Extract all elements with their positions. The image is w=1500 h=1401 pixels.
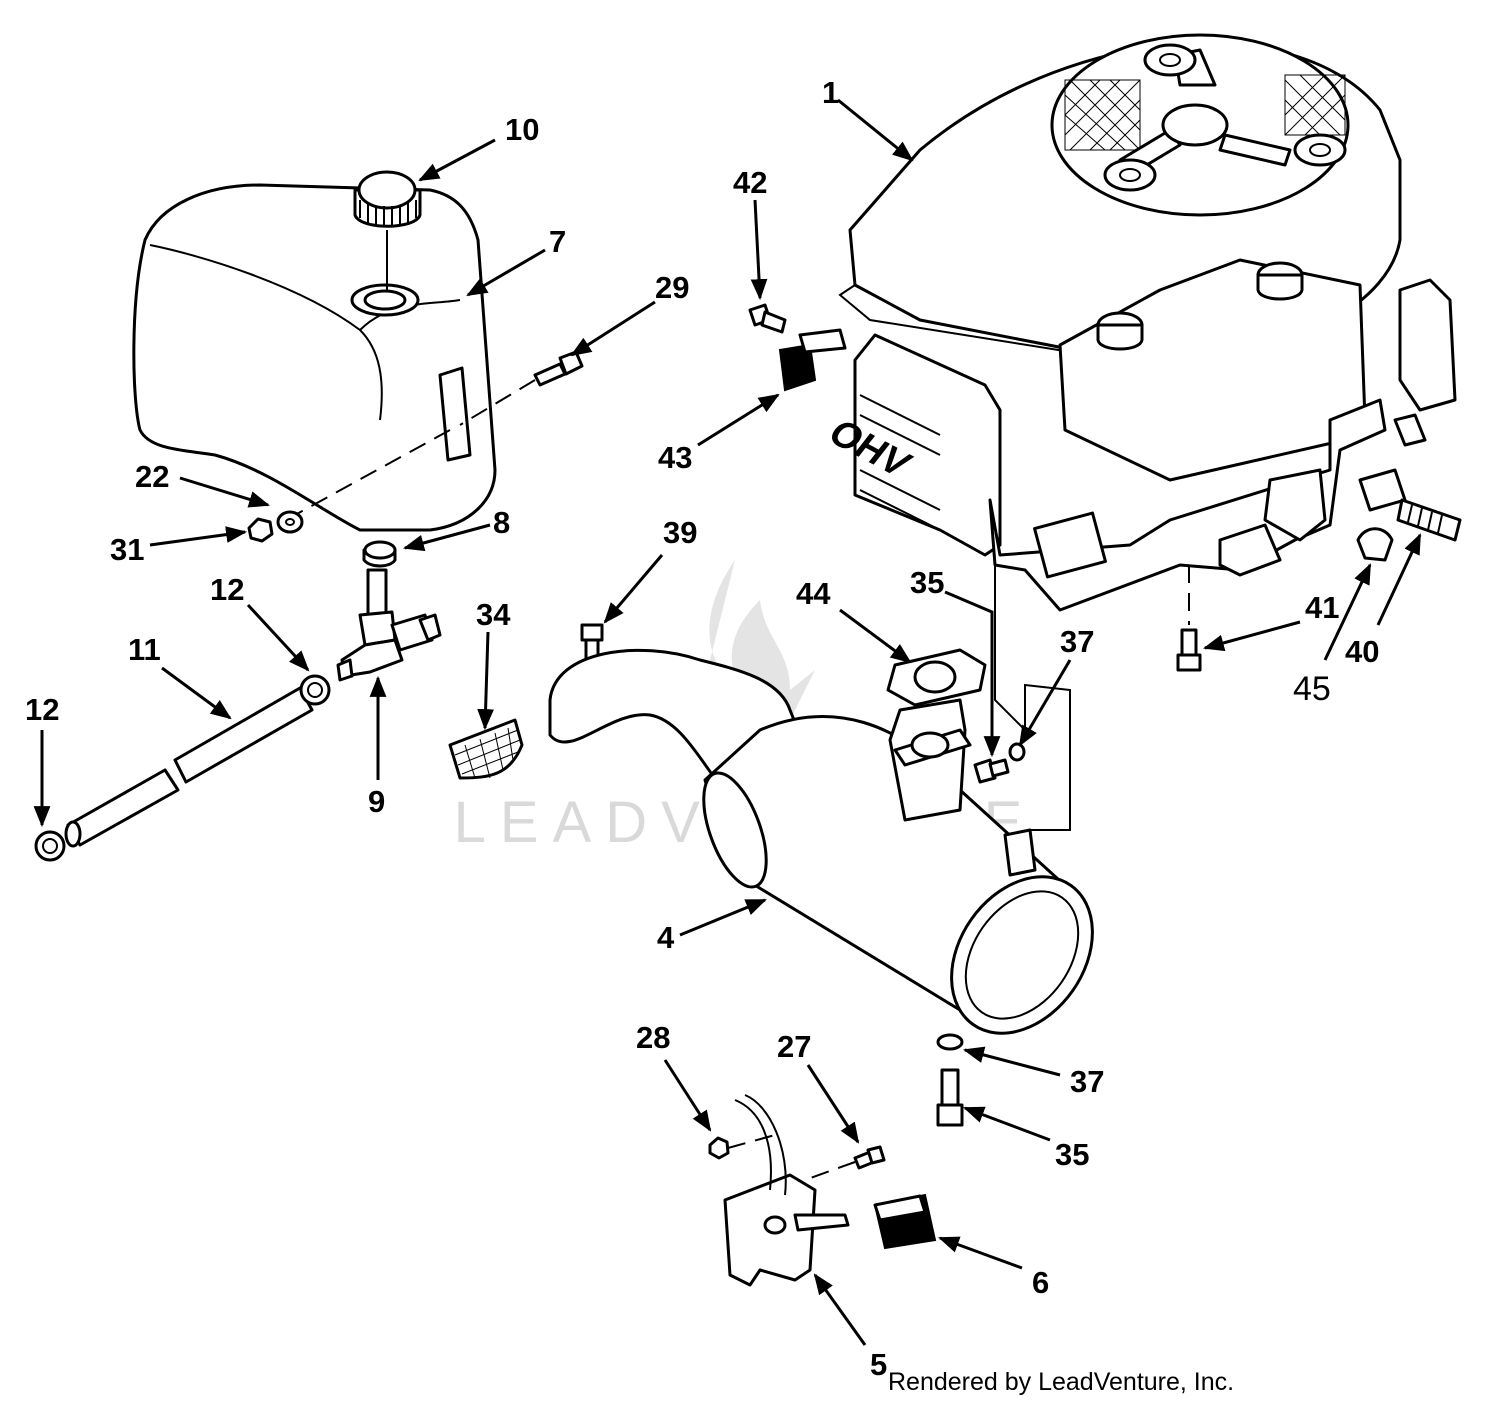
control-bracket: [723, 1094, 850, 1287]
callout-34: 34: [476, 597, 511, 632]
fuel-hose: [64, 686, 314, 848]
callout-37-lower: 37: [1070, 1064, 1104, 1099]
fuel-screen: [448, 718, 524, 780]
callout-12-upper: 12: [210, 572, 244, 607]
callout-27: 27: [777, 1029, 811, 1064]
muffler-bracket: [994, 565, 1071, 877]
callout-labels: 1 10 7 29 42 43 22 31 8 12 11 12 9 34 39…: [25, 75, 1379, 1382]
washer: [276, 510, 304, 534]
bolt-35-lower: [936, 1068, 964, 1127]
callout-22: 22: [135, 459, 169, 494]
callout-11: 11: [128, 632, 161, 667]
callout-6: 6: [1032, 1265, 1049, 1300]
callout-10: 10: [505, 112, 539, 147]
fuel-tank: [132, 183, 497, 532]
elbow-fitting: [1356, 527, 1394, 562]
grommet: [362, 540, 397, 568]
callout-28: 28: [636, 1020, 670, 1055]
callout-9: 9: [368, 784, 385, 819]
callout-40: 40: [1345, 634, 1379, 669]
screw-27-alignment-line: [804, 1161, 856, 1181]
shut-off-valve: [336, 568, 442, 682]
engine: OHV: [820, 33, 1457, 612]
callout-44: 44: [796, 576, 831, 611]
bolt-41: [1176, 628, 1202, 672]
render-credit: Rendered by LeadVenture, Inc.: [888, 1368, 1234, 1396]
screw-27: [853, 1145, 886, 1170]
nut-28: [708, 1136, 730, 1160]
boot-43: [778, 328, 847, 392]
hose-clamp-end: [34, 830, 66, 862]
callout-39: 39: [663, 515, 697, 550]
screw-alignment-line: [459, 379, 536, 426]
callout-31: 31: [110, 532, 144, 567]
pipe-nipple: [1396, 498, 1462, 542]
callout-43: 43: [658, 440, 692, 475]
callout-35-upper: 35: [910, 565, 944, 600]
lockwasher-37-lower: [936, 1033, 964, 1051]
callout-29: 29: [655, 270, 689, 305]
callout-37-upper: 37: [1060, 624, 1094, 659]
washer-alignment-line: [294, 429, 451, 516]
callout-8: 8: [493, 505, 510, 540]
tank-screw: [533, 350, 584, 387]
nut-28-alignment-line: [727, 1134, 776, 1149]
muffler: [548, 648, 1094, 1035]
callout-12-lower: 12: [25, 692, 59, 727]
callout-41: 41: [1305, 590, 1339, 625]
bolt-42: [748, 303, 787, 334]
callout-35-lower: 35: [1055, 1137, 1089, 1172]
bolt-35-upper: [973, 758, 1010, 784]
callout-45: 45: [1293, 670, 1331, 708]
hose-clamp: [299, 674, 331, 706]
exhaust-gasket: [886, 648, 987, 707]
callout-1: 1: [822, 75, 839, 110]
fuel-cap: [353, 170, 422, 290]
knob-6: [873, 1193, 937, 1250]
leader-lines: [33, 98, 1422, 1346]
lockwasher-37-upper: [1008, 742, 1026, 762]
callout-7: 7: [549, 224, 566, 259]
nut: [247, 517, 274, 543]
callout-5: 5: [870, 1347, 887, 1382]
callout-4: 4: [657, 920, 675, 955]
callout-42: 42: [733, 165, 767, 200]
